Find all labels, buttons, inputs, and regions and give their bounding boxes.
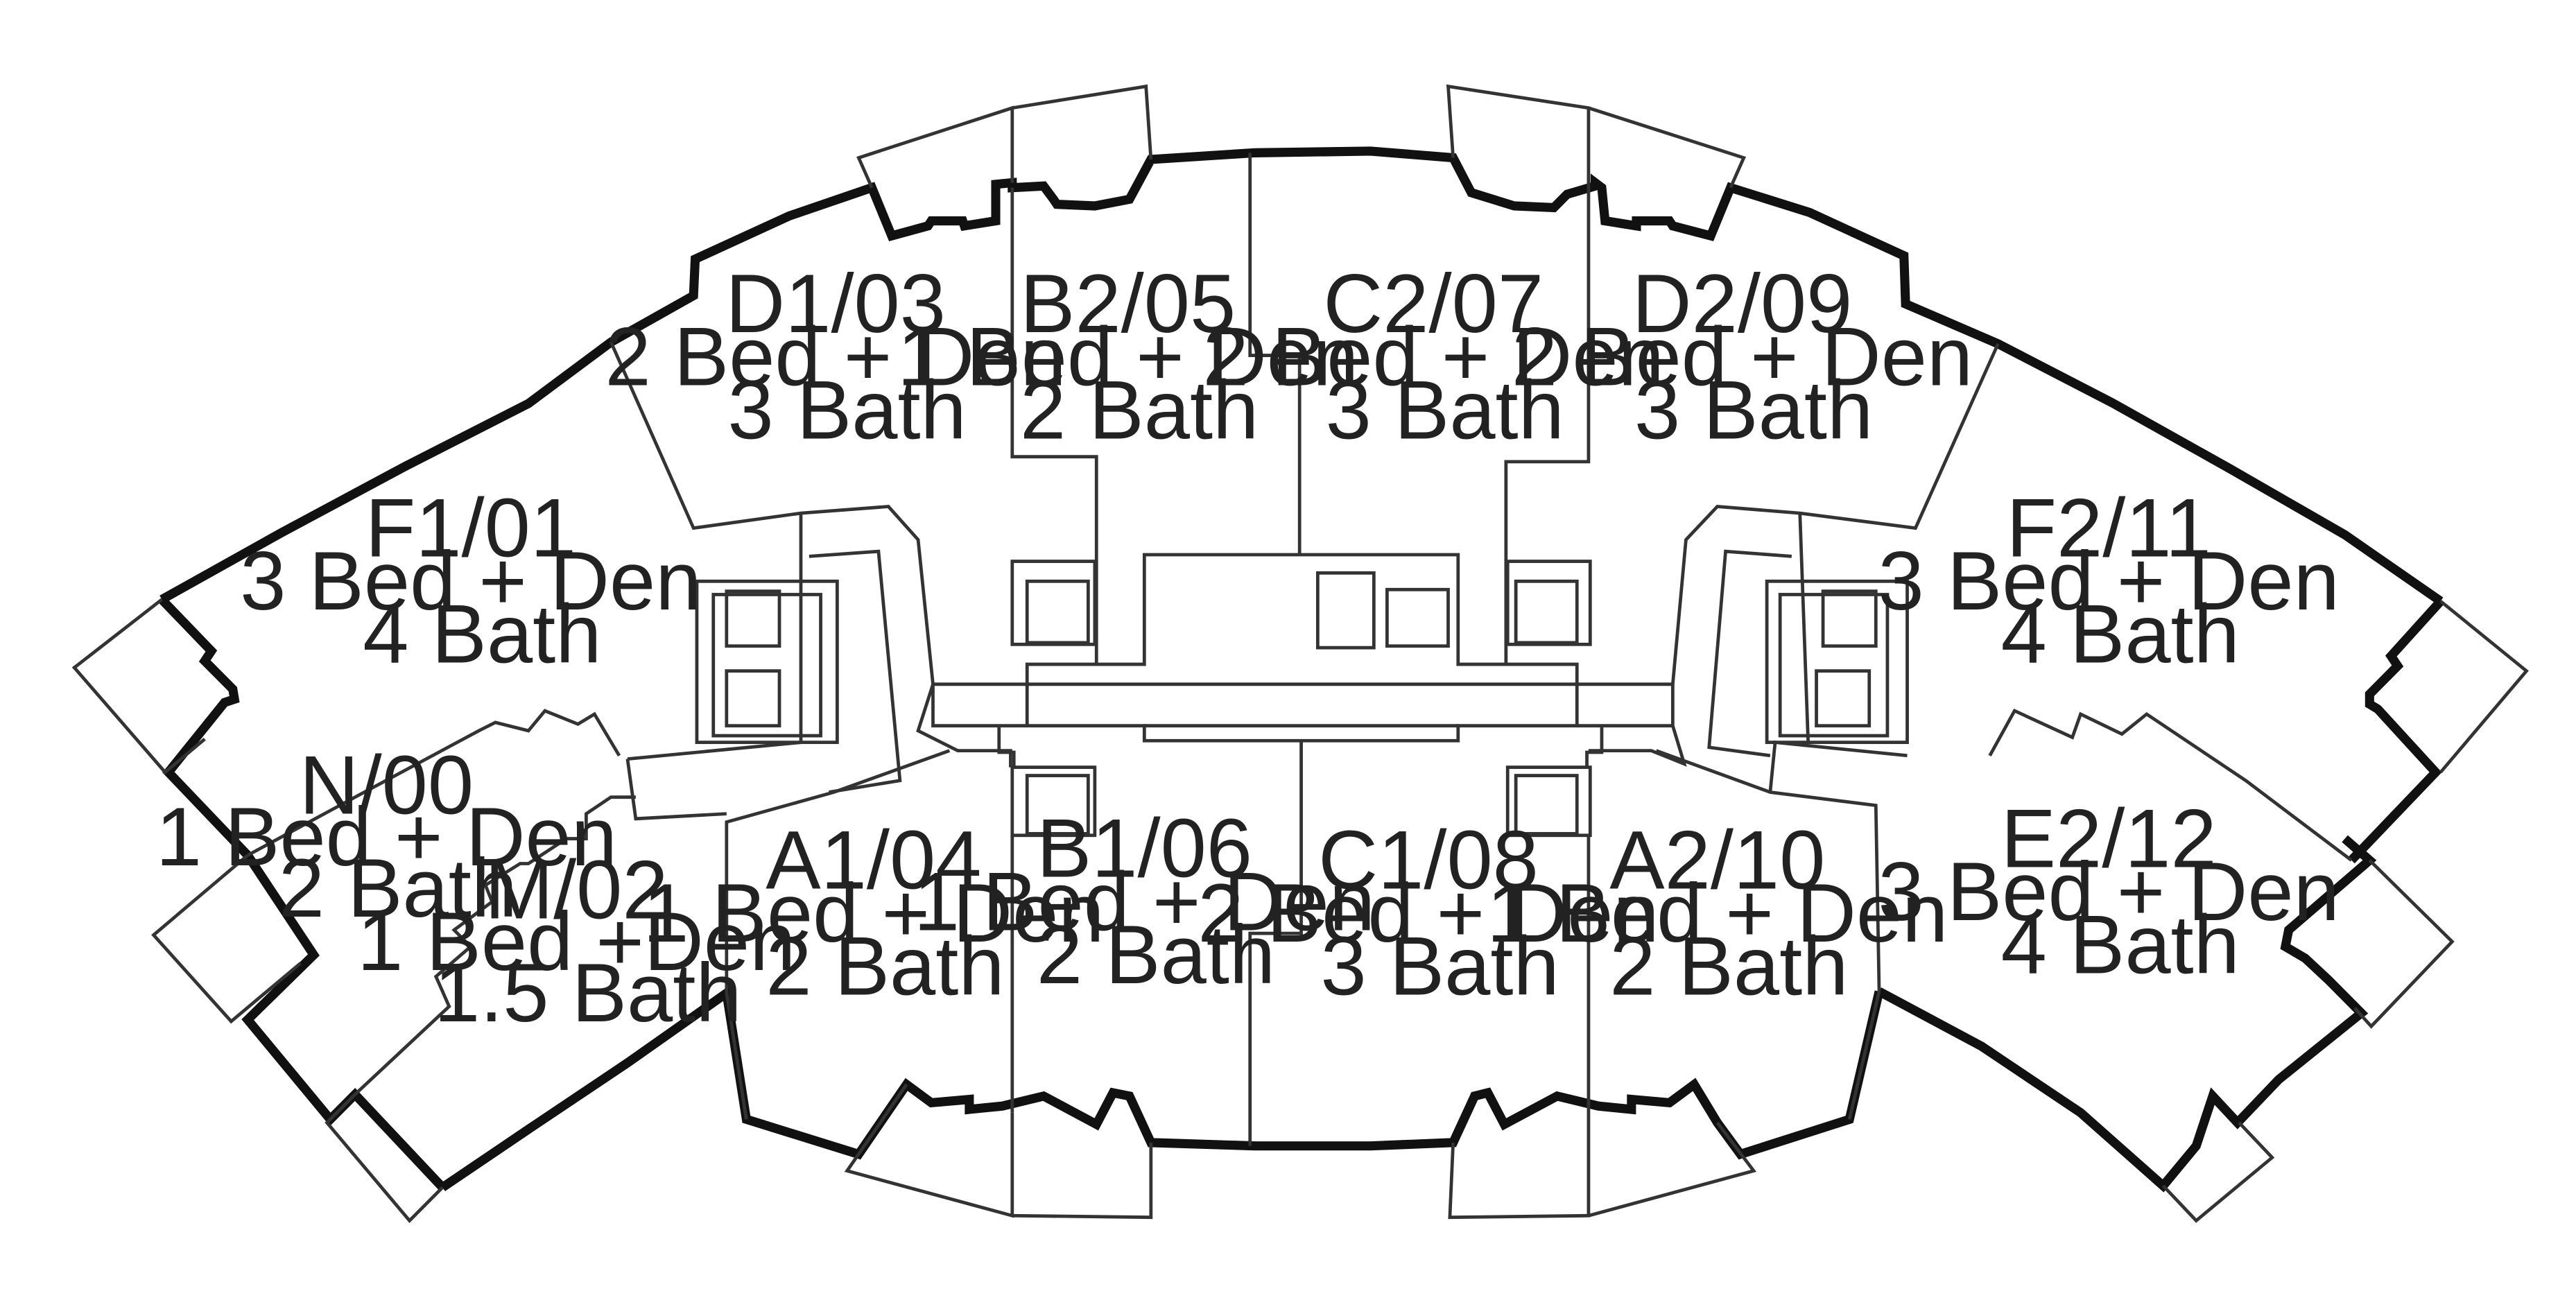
unit-b2-05-label: B2/05 1 Bed + Den 2 Bath xyxy=(897,258,1381,457)
balconies xyxy=(71,84,2529,1223)
unit-e2-12-label: E2/12 3 Bed + Den 4 Bath xyxy=(1878,793,2362,992)
unit-d2-09-label: D2/09 2 Bed + Den 3 Bath xyxy=(1512,258,1996,457)
unit-d1-03-label: D1/03 2 Bed + Den 3 Bath xyxy=(605,258,1089,457)
unit-b1-06-label: B1/06 1 Bed + Den 2 Bath xyxy=(914,802,1398,1001)
unit-c2-07-label: C2/07 2 Bed + Den 3 Bath xyxy=(1203,258,1687,457)
unit-m-02-label: M/02 1 Bed +Den 1.5 Bath xyxy=(357,844,818,1039)
unit-f2-11-label: F2/11 3 Bed + Den 4 Bath xyxy=(1878,482,2362,681)
unit-labels: D1/03 2 Bed + Den 3 Bath B2/05 1 Bed + D… xyxy=(156,258,2362,1039)
interior-walls xyxy=(247,153,2353,1146)
unit-c1-08-label: C1/08 2 Bed + Den 3 Bath xyxy=(1198,814,1682,1013)
unit-a2-10-label: A2/10 1 Bed + Den 2 Bath xyxy=(1487,814,1971,1013)
unit-f1-01-label: F1/01 3 Bed + Den 4 Bath xyxy=(240,482,724,681)
unit-a1-04-label: A1/04 1 Bed + Den 2 Bath xyxy=(643,814,1127,1013)
unit-n-00-label: N/00 1 Bed + Den 2 Bath xyxy=(156,739,640,935)
